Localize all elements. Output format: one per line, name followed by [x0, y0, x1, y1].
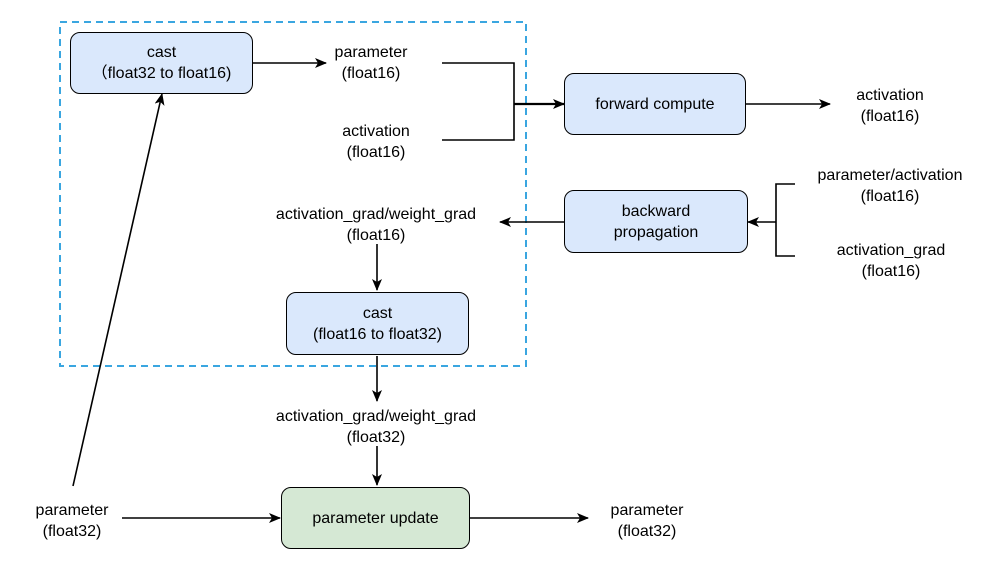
label-parameter-fp16: parameter(float16) — [334, 44, 408, 82]
node-subtitle: (float16 to float32) — [313, 325, 442, 343]
cast-fp16-to-fp32-node: cast (float16 to float32) — [286, 292, 469, 355]
parameter-update-node: parameter update — [281, 487, 470, 549]
fp16-region-border — [59, 21, 527, 367]
label-parameter-activation-fp16: parameter/activation(float16) — [817, 167, 963, 205]
label-activation-out-fp16: activation(float16) — [856, 87, 924, 125]
node-title: forward compute — [595, 95, 715, 113]
node-subtitle: propagation — [613, 223, 699, 241]
bracket-forward-inputs — [442, 62, 515, 141]
label-activation-grad-fp16: activation_grad(float16) — [836, 242, 946, 280]
node-title: cast — [362, 304, 393, 322]
label-parameter-out-fp32: parameter(float32) — [610, 502, 684, 540]
node-subtitle: （float32 to float16) — [91, 65, 232, 82]
node-title: parameter update — [312, 509, 439, 527]
node-title: cast — [146, 44, 177, 61]
label-activation-in-fp16: activation(float16) — [342, 123, 410, 161]
node-title: backward — [621, 202, 691, 220]
label-grads-fp32: activation_grad/weight_grad(float32) — [275, 408, 477, 446]
label-parameter-in-fp32: parameter(float32) — [35, 502, 109, 540]
cast-fp32-to-fp16-node: cast （float32 to float16) — [70, 32, 253, 94]
label-grads-fp16: activation_grad/weight_grad(float16) — [275, 206, 477, 244]
forward-compute-node: forward compute — [564, 73, 746, 135]
bracket-backward-inputs — [775, 183, 795, 257]
backward-propagation-node: backward propagation — [564, 190, 748, 253]
arrow-param-to-cast — [72, 93, 165, 487]
